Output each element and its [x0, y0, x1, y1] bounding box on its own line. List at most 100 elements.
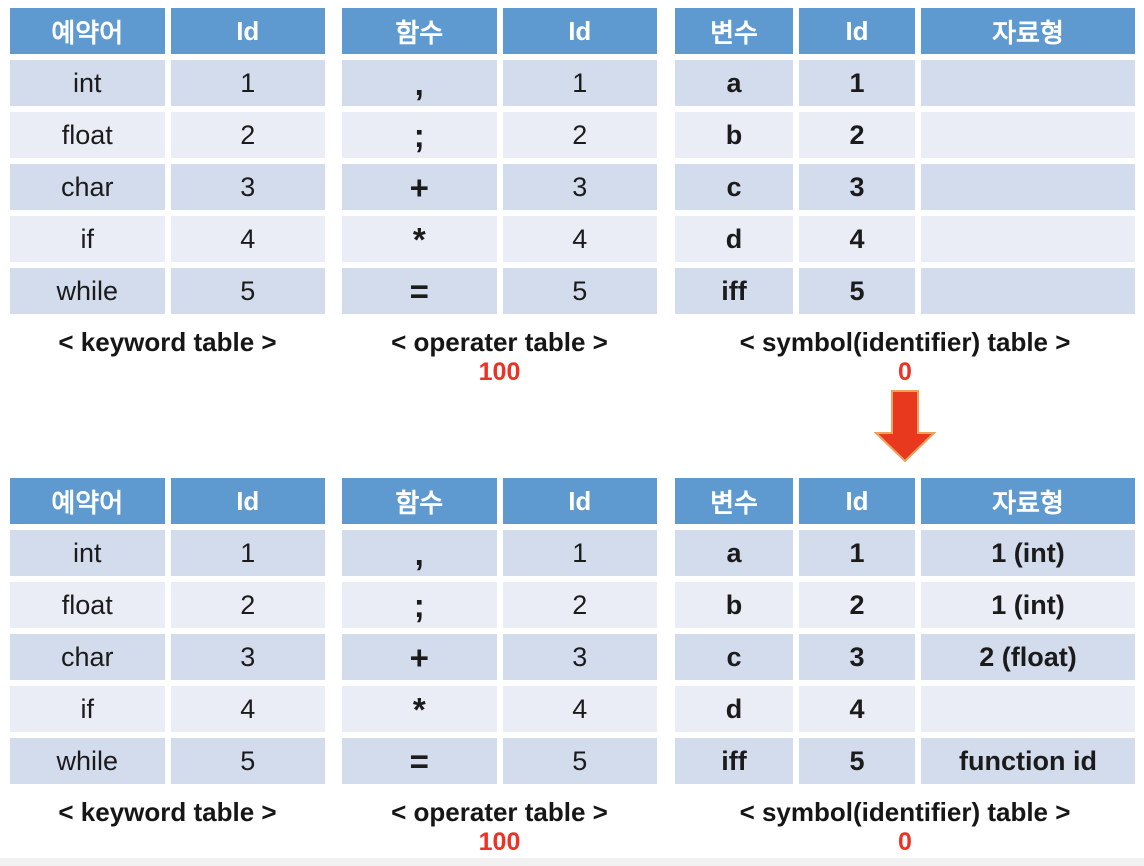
table-cell	[921, 164, 1135, 210]
table-cell: 3	[170, 164, 325, 210]
column-header: 함수	[342, 8, 497, 54]
table-cell: 3	[170, 634, 325, 680]
table-cell: 5	[170, 268, 325, 314]
operator-table-annotation: 100	[478, 828, 521, 856]
table-cell: if	[10, 216, 165, 262]
table-cell: b	[675, 112, 793, 158]
table-cell: 3	[502, 164, 657, 210]
table-cell: 3	[799, 164, 915, 210]
column-header: 예약어	[10, 478, 165, 524]
down-arrow-icon	[873, 390, 937, 466]
table-cell: 2	[799, 582, 915, 628]
table-cell: 2	[170, 582, 325, 628]
table-row: =5	[342, 268, 657, 314]
table-cell: if	[10, 686, 165, 732]
symbol-table-annotation: 0	[898, 828, 912, 856]
table-cell: 2	[502, 112, 657, 158]
table-cell: char	[10, 634, 165, 680]
table-cell	[921, 216, 1135, 262]
table-cell: float	[10, 582, 165, 628]
table-cell	[921, 268, 1135, 314]
operator-table-caption: < operater table >	[391, 797, 608, 827]
keyword-table-caption: < keyword table >	[58, 797, 277, 827]
table-cell: +	[342, 634, 497, 680]
table-cell: 3	[502, 634, 657, 680]
table-cell: 4	[799, 216, 915, 262]
table-cell: d	[675, 686, 793, 732]
symbol-table-caption: < symbol(identifier) table >	[739, 797, 1071, 827]
table-row: =5	[342, 738, 657, 784]
table-cell: iff	[675, 268, 793, 314]
table-cell: 1	[502, 60, 657, 106]
column-header: Id	[170, 8, 325, 54]
table-cell: *	[342, 686, 497, 732]
table-cell: d	[675, 216, 793, 262]
table-cell: 1	[170, 60, 325, 106]
table-cell: float	[10, 112, 165, 158]
table-cell: 1	[799, 530, 915, 576]
table-cell: *	[342, 216, 497, 262]
table-cell: =	[342, 268, 497, 314]
table-cell: int	[10, 530, 165, 576]
table-cell: 4	[502, 216, 657, 262]
screenshot-bottom-strip	[0, 858, 1144, 866]
table-cell: 1 (int)	[921, 530, 1135, 576]
column-header: 함수	[342, 478, 497, 524]
table-cell: ,	[342, 530, 497, 576]
table-cell: 4	[799, 686, 915, 732]
table-cell	[921, 112, 1135, 158]
operator-table-caption: < operater table >	[391, 327, 608, 357]
column-header: Id	[799, 478, 915, 524]
symbol-table-caption: < symbol(identifier) table >	[739, 327, 1071, 357]
symbol-table-annotation: 0	[898, 358, 912, 386]
column-header: 자료형	[921, 8, 1135, 54]
table-cell: ;	[342, 582, 497, 628]
table-cell: while	[10, 738, 165, 784]
table-cell: 1 (int)	[921, 582, 1135, 628]
table-row: ,1	[342, 530, 657, 576]
operator-table-annotation: 100	[478, 358, 521, 386]
table-cell: 2 (float)	[921, 634, 1135, 680]
table-cell: 2	[799, 112, 915, 158]
table-row: ;2	[342, 582, 657, 628]
column-header: 예약어	[10, 8, 165, 54]
table-row: +3	[342, 164, 657, 210]
table-cell: 2	[502, 582, 657, 628]
table-cell: 2	[170, 112, 325, 158]
table-cell: iff	[675, 738, 793, 784]
table-cell: ;	[342, 112, 497, 158]
table-cell: +	[342, 164, 497, 210]
table-cell: 5	[799, 738, 915, 784]
table-cell	[921, 686, 1135, 732]
table-cell: b	[675, 582, 793, 628]
keyword-table-caption: < keyword table >	[58, 327, 277, 357]
table-row: +3	[342, 634, 657, 680]
